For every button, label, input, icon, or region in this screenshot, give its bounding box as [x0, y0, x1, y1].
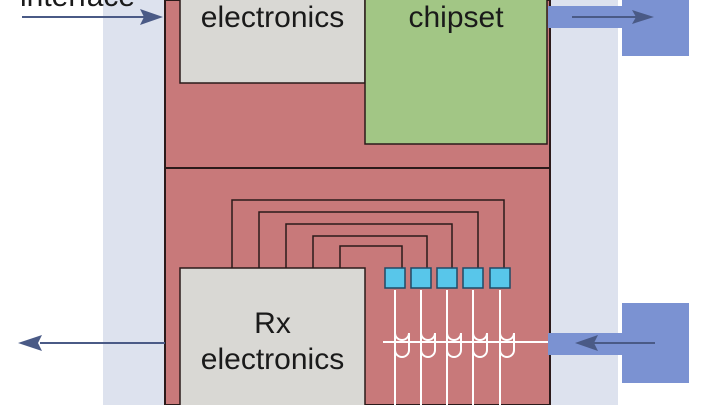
chipset-box — [364, 0, 548, 145]
interface-label: interface — [20, 0, 135, 14]
rx-electronics-label: electronics — [200, 343, 345, 376]
pad-5 — [489, 267, 511, 289]
pad-4 — [462, 267, 484, 289]
filter-loop-4-top — [472, 332, 488, 342]
filter-loop-2-bot — [420, 342, 436, 358]
chipset-label: chipset — [408, 1, 504, 34]
pad-2 — [410, 267, 432, 289]
trace-1 — [231, 199, 505, 268]
filter-loop-1-bot — [394, 342, 410, 358]
trace-4 — [312, 235, 428, 268]
arrow-right-icon — [572, 10, 654, 24]
pad-1 — [384, 267, 406, 289]
filter-loop-5-bot — [499, 342, 515, 358]
arrow-left-icon — [18, 335, 165, 351]
trace-bundle — [231, 199, 505, 268]
trace-5 — [339, 245, 403, 268]
trace-2 — [258, 211, 479, 268]
demux-fibers — [383, 290, 548, 405]
arrow-right-icon — [22, 9, 163, 25]
filter-loop-1-top — [394, 332, 410, 342]
rx-electronics-box — [179, 267, 366, 409]
filter-loop-3-top — [446, 332, 462, 342]
rx-label: Rx — [254, 307, 291, 340]
filter-loop-2-top — [420, 332, 436, 342]
trace-3 — [285, 223, 453, 268]
tx-electronics-box — [179, 0, 366, 84]
filter-loop-5-top — [499, 332, 515, 342]
filter-loop-4-bot — [472, 342, 488, 358]
port-block-top — [622, 0, 689, 56]
arrow-left-icon — [575, 335, 655, 351]
tx-electronics-label: electronics — [200, 1, 345, 34]
pad-3 — [436, 267, 458, 289]
photodiode-pads — [384, 267, 511, 289]
filter-loop-3-bot — [446, 342, 462, 358]
